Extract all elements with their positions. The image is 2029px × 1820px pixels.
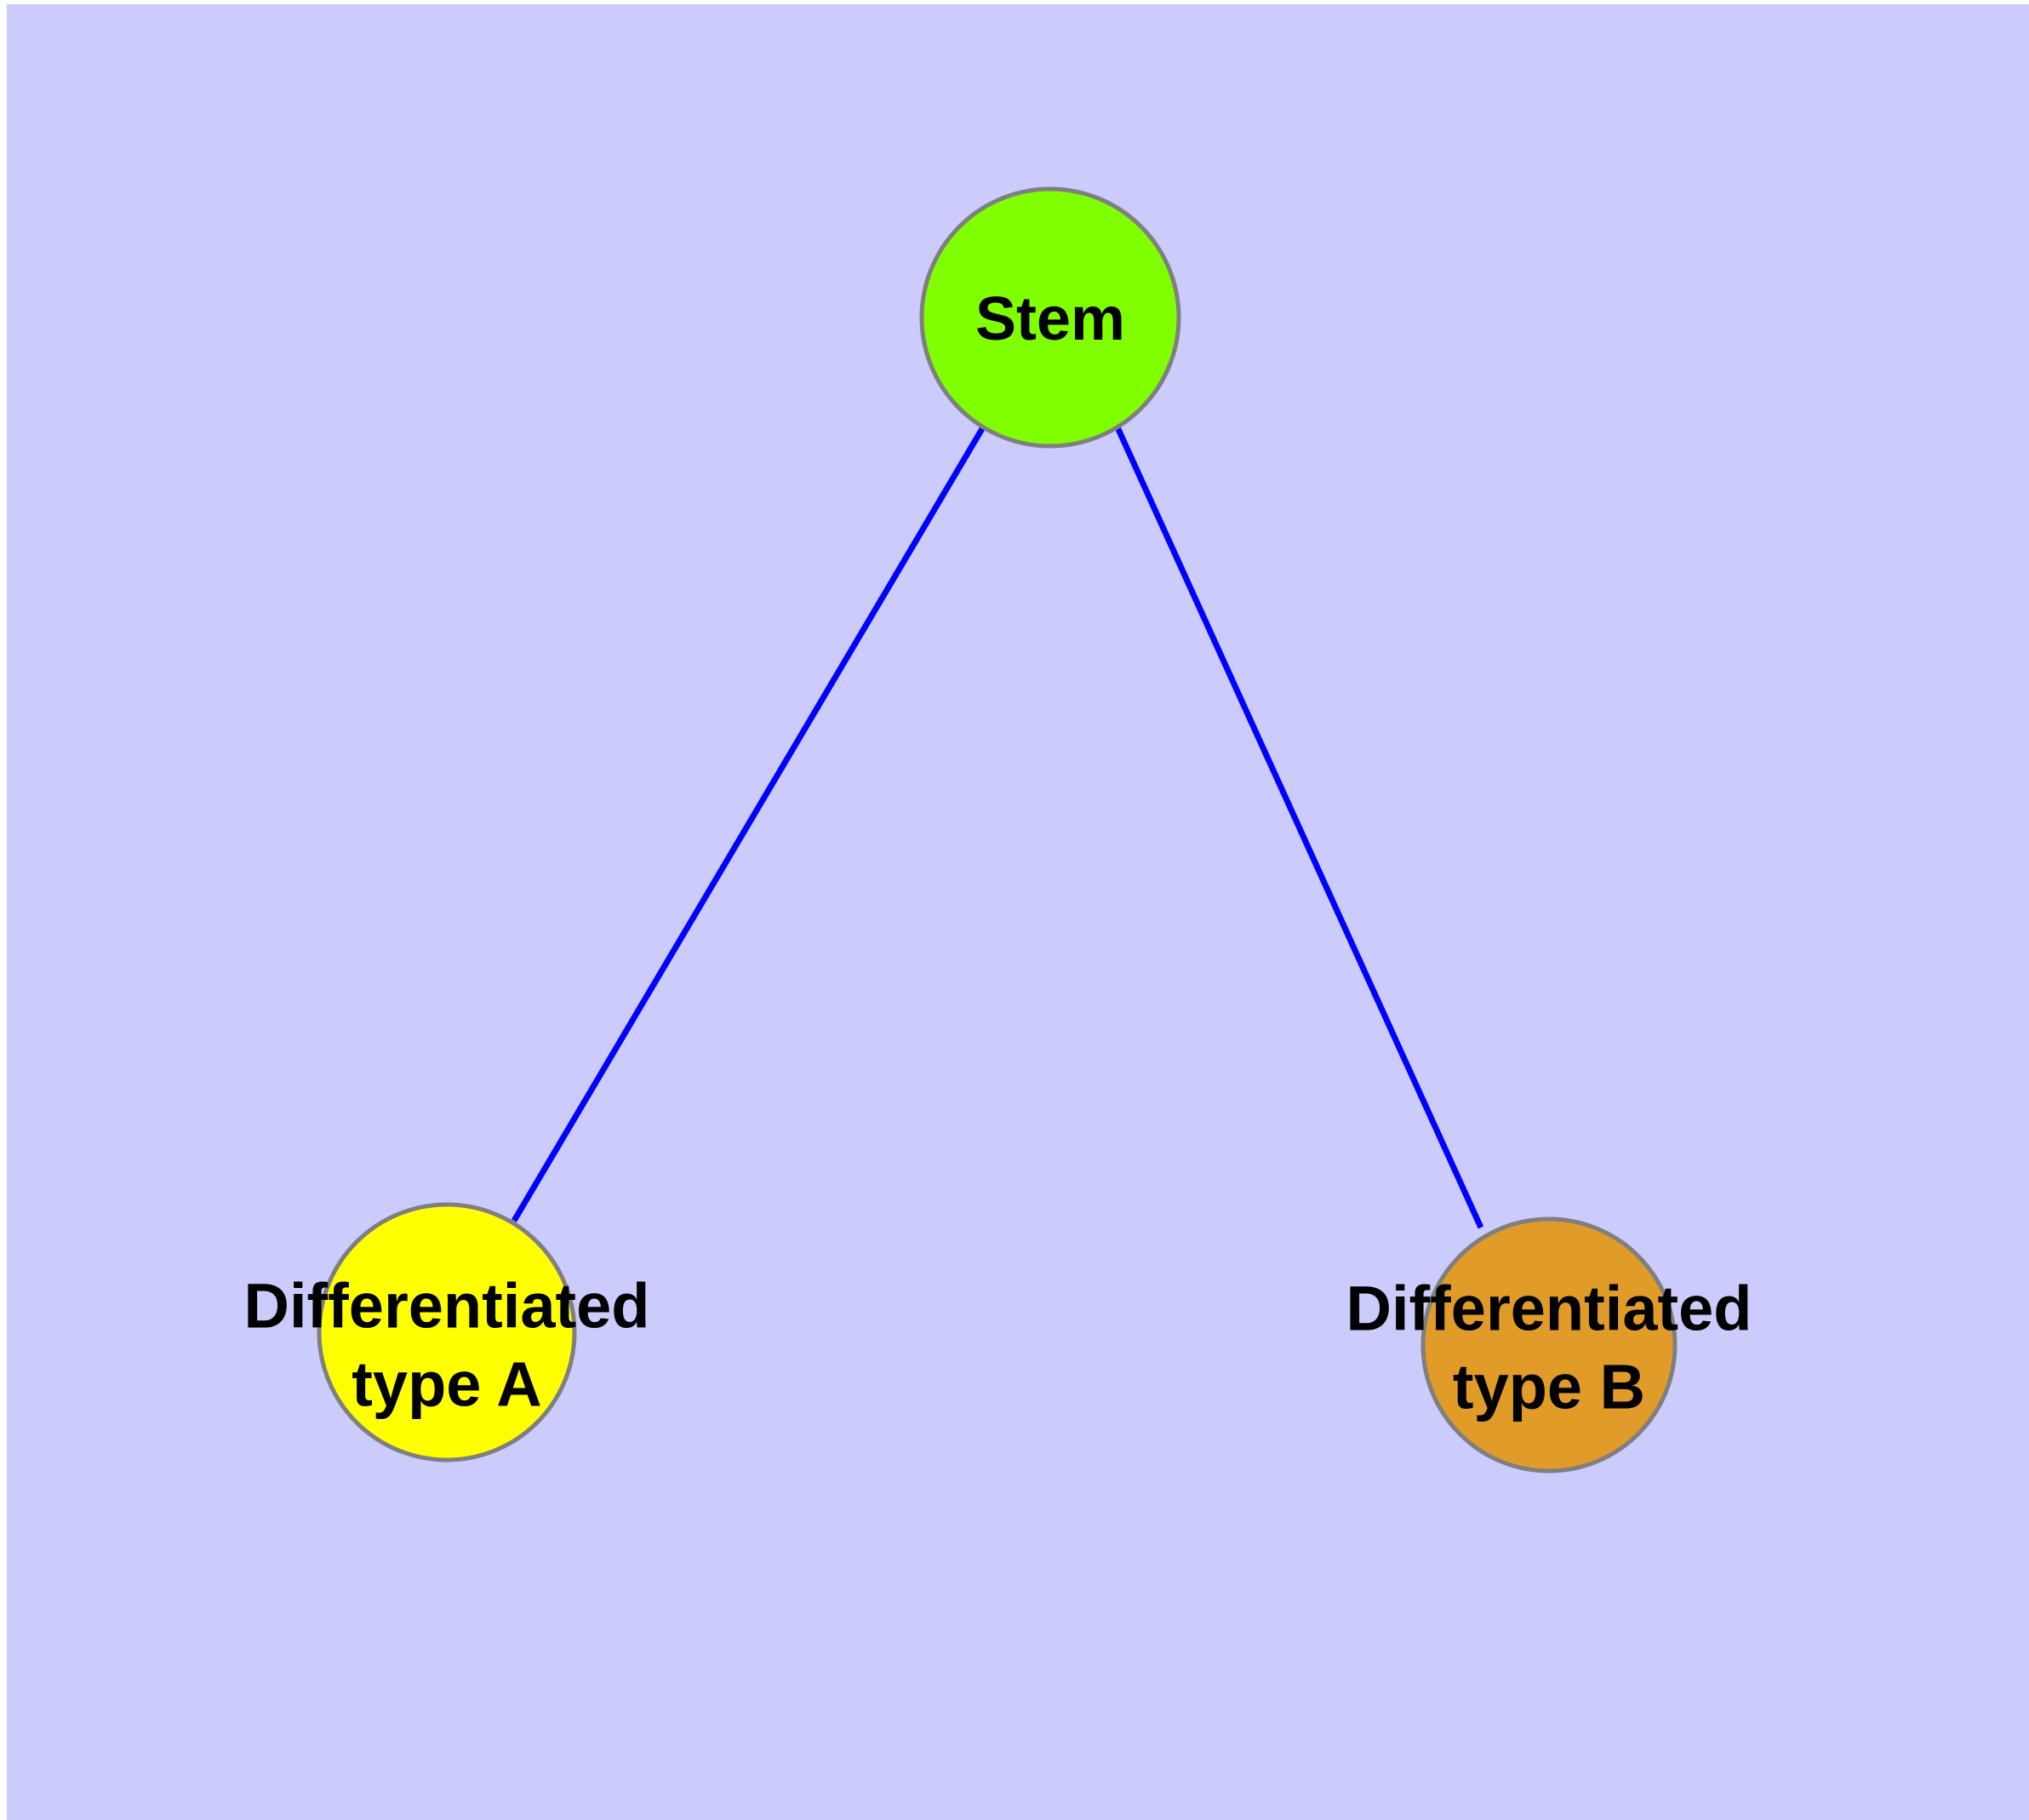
node-stem-label: Stem: [975, 285, 1125, 353]
node-differentiated-type-a-circle[interactable]: [317, 1202, 577, 1462]
edge-stem-to-differentiated-type-a[interactable]: [511, 426, 986, 1222]
node-differentiated-type-a-label-line2: type A: [352, 1349, 541, 1420]
node-stem-circle[interactable]: [919, 186, 1181, 449]
node-layer: Stem Differentiated type A Differentiate…: [244, 186, 1752, 1474]
edge-stem-to-differentiated-type-b[interactable]: [1114, 426, 1484, 1229]
node-differentiated-type-b-label-line2: type B: [1453, 1352, 1645, 1422]
node-differentiated-type-a-label-line1: Differentiated: [244, 1271, 650, 1342]
node-differentiated-type-b[interactable]: Differentiated type B: [1346, 1216, 1752, 1474]
edge-layer: [511, 426, 1484, 1229]
node-stem[interactable]: Stem: [919, 186, 1181, 449]
node-differentiated-type-b-label-line1: Differentiated: [1346, 1273, 1752, 1344]
node-differentiated-type-a[interactable]: Differentiated type A: [244, 1202, 650, 1462]
node-differentiated-type-b-circle[interactable]: [1420, 1216, 1677, 1474]
